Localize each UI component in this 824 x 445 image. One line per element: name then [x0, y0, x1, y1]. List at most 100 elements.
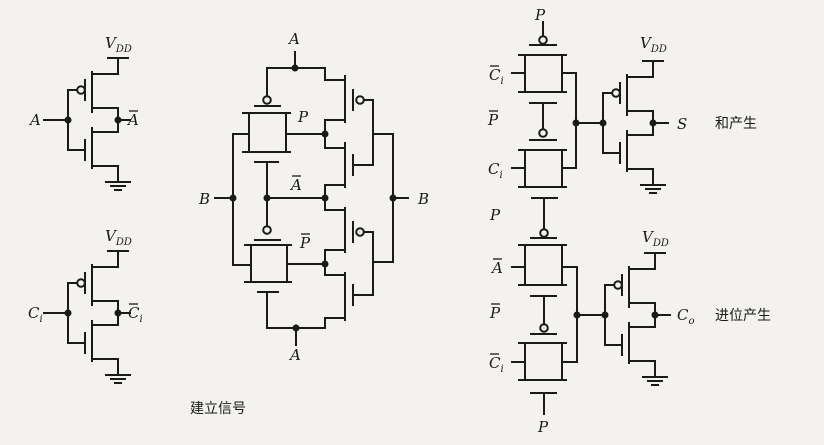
output-ci-bar-label: Ci [128, 304, 143, 325]
ci-bar-label-sub: i [500, 76, 503, 87]
nmos-gate [530, 392, 557, 415]
transmission-gate [518, 149, 567, 188]
inversion-bubble [355, 95, 365, 105]
vdd-label: VDD [105, 227, 132, 248]
transmission-gate [518, 342, 567, 381]
junction-dot [291, 64, 299, 72]
p-label-main: P [489, 206, 501, 224]
vdd-rail [626, 60, 664, 78]
vdd-label-main: V [640, 34, 653, 52]
output-wire [91, 300, 131, 326]
inversion-bubble [611, 88, 621, 98]
junction-dot [229, 194, 237, 202]
input-ci-label: Ci [28, 304, 43, 325]
inversion-bubble [538, 35, 548, 45]
transmission-gate [244, 244, 292, 283]
wire [352, 231, 374, 296]
junction-dot [601, 311, 609, 319]
wire [266, 51, 346, 97]
inversion-bubble [613, 280, 623, 290]
vdd-rail [91, 57, 129, 75]
ground-icon [640, 184, 666, 194]
inversion-bubble [539, 323, 549, 333]
b-left-label-main: B [198, 190, 210, 208]
ground-icon [642, 376, 668, 386]
b-right-label-main: B [417, 190, 429, 208]
ground-icon [105, 374, 131, 384]
a-bar-label: A [289, 176, 302, 194]
junction-dot [389, 194, 397, 202]
b-left-label: B [198, 190, 210, 208]
nmos-gate [604, 334, 623, 356]
vdd-label-main: V [105, 227, 118, 245]
carry-output-label-main: C [677, 306, 689, 324]
wire [352, 99, 374, 166]
sum-output-label: S [677, 115, 687, 133]
vdd-rail [628, 252, 666, 270]
ci-label-main: C [488, 160, 500, 178]
vdd-rail [91, 250, 129, 268]
inversion-bubble [262, 95, 272, 105]
vdd-label-sub: DD [115, 237, 132, 248]
wire [91, 165, 119, 183]
output-a-bar-label-main: A [126, 111, 139, 129]
ci-bar-label-sub: i [500, 364, 503, 375]
p-top-label: P [534, 6, 546, 24]
nmos-gate [67, 139, 86, 161]
wire [628, 360, 656, 378]
p-label-main: P [297, 108, 309, 126]
carry-output-label-sub: o [688, 316, 694, 327]
input-ci-label-sub: i [39, 314, 42, 325]
setup-caption: 建立信号 [190, 401, 246, 417]
ci-bar-label-main: C [489, 66, 501, 84]
inversion-bubble [355, 227, 365, 237]
a-bar-label-main: A [490, 259, 503, 277]
a-bar-label: A [490, 259, 503, 277]
vdd-label: VDD [105, 34, 132, 55]
vdd-label-main: V [105, 34, 118, 52]
sum-caption: 和产生 [715, 116, 757, 132]
vdd-label-sub: DD [115, 44, 132, 55]
p-top-label-main: P [534, 6, 546, 24]
nmos-gate [602, 142, 621, 164]
input-a-label: A [28, 111, 41, 129]
output-a-bar-label: A [126, 111, 139, 129]
p-label: P [297, 108, 309, 126]
ci-label-sub: i [499, 170, 502, 181]
wire [266, 291, 346, 346]
vdd-label: VDD [640, 34, 667, 55]
p-bottom-label: P [537, 418, 549, 436]
input-a-top-label-main: A [287, 30, 300, 48]
a-bar-label-main: A [289, 176, 302, 194]
vdd-label: VDD [642, 228, 669, 249]
nmos-gate [529, 102, 557, 130]
wire [626, 168, 654, 186]
ci-bar-label: Ci [489, 354, 504, 375]
p-bar-label-main: P [489, 304, 501, 322]
nmos-gate [67, 332, 86, 354]
ci-label: Ci [488, 160, 503, 181]
ground-icon [105, 181, 131, 191]
vdd-label-sub: DD [652, 238, 669, 249]
p-bar-label: P [489, 304, 501, 322]
carry-output-label: Co [677, 306, 695, 327]
junction-dot [599, 119, 607, 127]
input-a-bottom-label-main: A [288, 346, 301, 364]
p-bar-label: P [299, 234, 311, 252]
p-label: P [489, 206, 501, 224]
sum-output-label-main: S [677, 115, 687, 133]
nmos-gate [530, 295, 557, 325]
transmission-gate [518, 244, 567, 286]
carry-caption: 进位产生 [715, 308, 771, 324]
p-bottom-label-main: P [537, 418, 549, 436]
b-right-label: B [417, 190, 429, 208]
junction-dot [292, 324, 300, 332]
vdd-label-main: V [642, 228, 655, 246]
ci-bar-label: Ci [489, 66, 504, 87]
inversion-bubble [76, 85, 86, 95]
p-bar-label-main: P [299, 234, 311, 252]
inversion-bubble [262, 225, 272, 235]
inversion-bubble [76, 278, 86, 288]
inversion-bubble [539, 228, 549, 238]
